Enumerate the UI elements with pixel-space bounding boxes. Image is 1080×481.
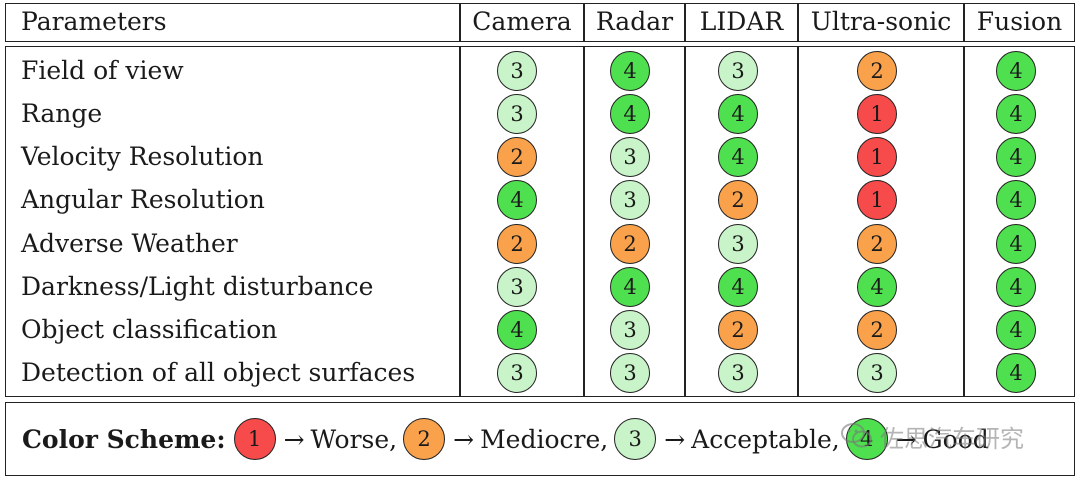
rating-badge-lidar: 3 [718,353,758,393]
column-divider [583,3,585,42]
column-divider [797,3,799,42]
rating-badge-camera: 3 [497,94,537,134]
legend-badge: 1 [233,418,276,460]
rating-badge-camera: 3 [497,267,537,307]
row-label: Object classification [21,315,278,344]
legend-badge: 3 [614,418,657,460]
header-fusion: Fusion [976,7,1063,36]
row-label: Velocity Resolution [21,142,264,171]
rating-badge-fusion: 4 [996,310,1036,350]
rating-badge-lidar: 3 [718,224,758,264]
rating-badge-radar: 3 [610,353,650,393]
rating-badge-ultrasonic: 2 [857,224,897,264]
legend-row: Color Scheme: 1 → Worse, 2 → Mediocre, 3… [22,418,995,460]
rating-badge-ultrasonic: 4 [857,267,897,307]
column-divider [963,3,965,42]
arrow-icon: → [453,424,475,454]
rating-badge-fusion: 4 [996,94,1036,134]
rating-badge-camera: 2 [497,224,537,264]
rating-badge-radar: 4 [610,267,650,307]
header-camera: Camera [472,7,572,36]
rating-badge-radar: 4 [610,51,650,91]
legend-title: Color Scheme: [22,424,226,454]
rating-badge-ultrasonic: 1 [857,137,897,177]
rating-badge-radar: 2 [610,224,650,264]
header-radar: Radar [595,7,674,36]
rating-badge-ultrasonic: 2 [857,310,897,350]
column-divider [963,46,965,397]
rating-badge-ultrasonic: 2 [857,51,897,91]
header-ultrasonic: Ultra-sonic [810,7,952,36]
legend-label: Good [922,424,989,454]
rating-badge-camera: 2 [497,137,537,177]
rating-badge-fusion: 4 [996,224,1036,264]
legend-label: Acceptable, [691,424,840,454]
rating-badge-lidar: 2 [718,310,758,350]
row-label: Field of view [21,56,184,85]
rating-badge-ultrasonic: 1 [857,94,897,134]
row-label: Angular Resolution [21,185,265,214]
arrow-icon: → [664,424,686,454]
rating-badge-camera: 4 [497,180,537,220]
rating-badge-lidar: 3 [718,51,758,91]
table-body [5,46,1075,397]
rating-badge-camera: 4 [497,310,537,350]
legend-item-acceptable: 3 → Acceptable, [614,418,846,460]
rating-badge-fusion: 4 [996,180,1036,220]
wechat-icon [841,423,872,448]
column-divider [583,46,585,397]
rating-badge-lidar: 4 [718,94,758,134]
legend-item-mediocre: 2 → Mediocre, [403,418,614,460]
rating-badge-radar: 3 [610,137,650,177]
rating-badge-fusion: 4 [996,51,1036,91]
color-scheme-legend [5,402,1075,476]
watermark: 佐思汽车研究 [840,418,1024,454]
row-label: Adverse Weather [21,229,238,258]
arrow-icon: → [283,424,305,454]
rating-badge-ultrasonic: 1 [857,180,897,220]
legend-label: Worse, [310,424,398,454]
rating-badge-fusion: 4 [996,267,1036,307]
column-divider [684,3,686,42]
rating-badge-ultrasonic: 3 [857,353,897,393]
rating-badge-fusion: 4 [996,137,1036,177]
rating-badge-camera: 3 [497,353,537,393]
column-divider [797,46,799,397]
header-lidar: LIDAR [699,7,784,36]
rating-badge-lidar: 4 [718,137,758,177]
rating-badge-lidar: 2 [718,180,758,220]
rating-badge-radar: 4 [610,94,650,134]
column-divider [684,46,686,397]
row-label: Range [21,99,103,128]
legend-badge: 2 [403,418,446,460]
rating-badge-camera: 3 [497,51,537,91]
legend-item-worse: 1 → Worse, [233,418,404,460]
rating-badge-radar: 3 [610,180,650,220]
table-header [5,3,1075,42]
watermark-text: 佐思汽车研究 [880,424,1024,453]
header-parameters: Parameters [21,7,167,36]
rating-badge-lidar: 4 [718,267,758,307]
arrow-icon: → [895,424,917,454]
rating-badge-radar: 3 [610,310,650,350]
column-divider [459,46,461,397]
column-divider [459,3,461,42]
rating-badge-fusion: 4 [996,353,1036,393]
row-label: Detection of all object surfaces [21,358,416,387]
legend-label: Mediocre, [480,424,609,454]
row-label: Darkness/Light disturbance [21,272,374,301]
